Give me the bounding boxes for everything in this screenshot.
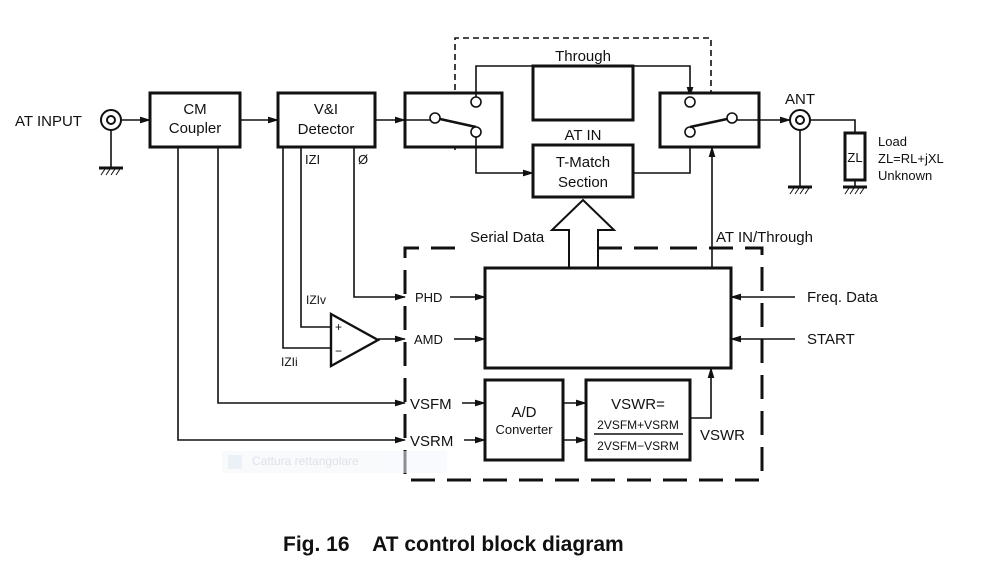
ad-converter-block xyxy=(483,378,565,462)
tmatch-label-1: T-Match xyxy=(556,154,610,171)
input-switch-icon xyxy=(405,96,482,138)
figure-caption: Fig. 16 AT control block diagram xyxy=(283,533,624,556)
zv-wire xyxy=(300,147,331,328)
ant-coax-connector-icon xyxy=(789,109,811,131)
load-ground-icon xyxy=(843,185,867,195)
switch-to-tmatch-wire xyxy=(475,137,535,177)
freq-data-label: Freq. Data xyxy=(807,289,879,306)
capture-icon xyxy=(228,455,242,469)
vswr-formula-numerator: 2VSFM+VSRM xyxy=(597,418,679,432)
input-ground-icon xyxy=(99,166,123,176)
vswr-to-controller-wire xyxy=(690,366,715,419)
start-label: START xyxy=(807,331,855,348)
zv-label: IZIv xyxy=(306,293,326,307)
through-label: Through xyxy=(555,48,611,65)
ad-label-1: A/D xyxy=(511,404,536,421)
load-label-2: ZL=RL+jXL xyxy=(878,151,944,166)
ant-to-load-wire xyxy=(810,119,856,133)
input-coax-connector-icon xyxy=(100,109,122,131)
load-label-3: Unknown xyxy=(878,168,932,183)
zi-wire xyxy=(282,147,331,349)
opamp-icon xyxy=(329,311,381,369)
vswr-formula-title: VSWR= xyxy=(611,396,665,413)
vswr-output-label: VSWR xyxy=(700,427,745,444)
phase-wire xyxy=(353,147,407,301)
ad-label-2: Converter xyxy=(495,422,553,437)
opamp-minus: − xyxy=(335,344,342,358)
vsfm-label: VSFM xyxy=(410,396,452,413)
zi-label: IZIi xyxy=(281,355,298,369)
serial-data-label: Serial Data xyxy=(470,229,545,246)
vsrm-wire xyxy=(177,147,407,444)
at-input-label: AT INPUT xyxy=(15,113,82,130)
output-switch-icon xyxy=(684,96,759,138)
vsrm-label: VSRM xyxy=(410,433,453,450)
cm-coupler-block xyxy=(148,91,242,149)
vswr-calc-block xyxy=(584,378,692,462)
tmatch-section-block xyxy=(531,143,635,199)
through-block xyxy=(531,64,635,122)
controller-dashed-frame xyxy=(403,246,764,482)
load-label-1: Load xyxy=(878,134,907,149)
at-in-through-label: AT IN/Through xyxy=(716,229,813,246)
screenshot-tooltip: Cattura rettangolare xyxy=(222,451,447,473)
load-symbol: ZL xyxy=(847,150,862,165)
phd-label: PHD xyxy=(415,290,442,305)
vi-detector-label-2: Detector xyxy=(298,121,355,138)
ant-ground-icon xyxy=(788,185,812,195)
serial-data-bus-arrow-icon xyxy=(549,198,617,268)
phase-label: Ø xyxy=(358,152,368,167)
amd-label: AMD xyxy=(414,332,443,347)
cm-coupler-label-2: Coupler xyxy=(169,120,222,137)
vsfm-wire xyxy=(217,147,407,407)
cm-coupler-label-1: CM xyxy=(183,101,206,118)
vi-detector-label-1: V&I xyxy=(314,101,338,118)
tmatch-label-2: Section xyxy=(558,174,608,191)
vswr-formula-denominator: 2VSFM−VSRM xyxy=(597,439,679,453)
opamp-plus: + xyxy=(335,320,342,334)
tmatch-to-switch-wire xyxy=(633,135,694,174)
z-magnitude-label: IZI xyxy=(305,152,320,167)
at-in-label: AT IN xyxy=(565,127,602,144)
controller-block xyxy=(483,266,733,370)
ant-label: ANT xyxy=(785,91,815,108)
tooltip-text: Cattura rettangolare xyxy=(252,454,359,468)
